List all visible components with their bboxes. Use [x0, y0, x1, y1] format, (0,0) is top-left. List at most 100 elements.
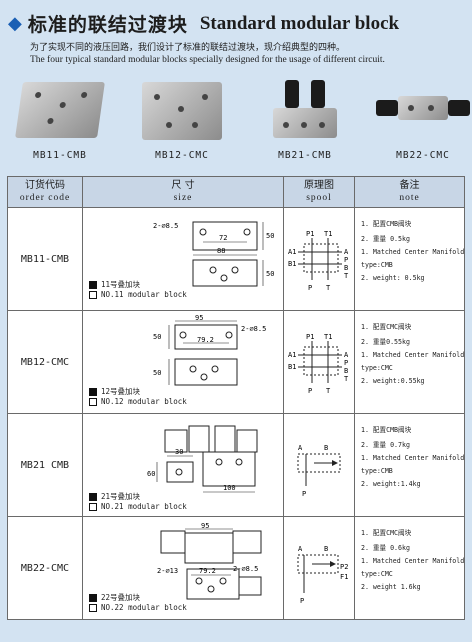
intro-zh: 为了实现不同的液压回路，我们设计了标准的联结过渡块，现介绍典型的四种。: [30, 43, 346, 53]
svg-text:A1: A1: [288, 351, 296, 359]
legend: 22号叠加块 NO.22 modular block: [89, 593, 187, 613]
svg-text:B: B: [344, 264, 348, 272]
empty-square-icon: [89, 291, 97, 299]
block-photo: [142, 82, 222, 140]
svg-text:T: T: [326, 284, 331, 292]
filled-square-icon: [89, 281, 97, 289]
dimension-drawing: 95 2-∅8.5 79.2 50 50: [153, 314, 266, 386]
svg-text:P: P: [302, 490, 306, 498]
svg-text:100: 100: [223, 484, 236, 492]
svg-text:A: A: [344, 351, 349, 359]
photo-caption: MB12-CMC: [155, 150, 209, 161]
table-row: MB11-CMB 2-∅8.5 72 88 50 50 11号叠加块 NO.11…: [7, 207, 465, 311]
photo-caption: MB22-CMC: [396, 150, 450, 161]
svg-text:2-∅8.5: 2-∅8.5: [241, 325, 266, 333]
dim-label: 72: [219, 234, 227, 242]
dimension-drawing: 2-∅8.5 72 88 50 50: [153, 221, 274, 287]
diamond-bullet-icon: ◆: [8, 13, 22, 34]
filled-square-icon: [89, 493, 97, 501]
table-row: MB12-CMC 95 2-∅8.5 79.2 50 50 12号叠加块 NO.…: [7, 310, 465, 414]
svg-text:30: 30: [175, 448, 183, 456]
svg-text:95: 95: [201, 522, 209, 530]
svg-text:A: A: [344, 248, 349, 256]
svg-text:50: 50: [153, 369, 161, 377]
hydraulic-symbol: A B P: [297, 444, 341, 498]
page-title-en: Standard modular block: [199, 12, 400, 34]
svg-text:B: B: [344, 367, 348, 375]
dim-label: 88: [217, 247, 225, 255]
svg-text:P: P: [300, 597, 304, 605]
hydraulic-symbol: P1 T1 A1 B1 A P B T P T: [288, 230, 349, 292]
page-title-row: ◆ 标准的联结过渡块 Standard modular block: [8, 10, 399, 37]
svg-text:P: P: [344, 256, 348, 264]
svg-text:P: P: [308, 284, 312, 292]
svg-text:P1: P1: [306, 230, 314, 238]
block-photo: [15, 82, 105, 138]
svg-text:P: P: [308, 387, 312, 395]
svg-text:79.2: 79.2: [199, 567, 216, 575]
dimension-drawing: 60 30 100: [147, 425, 258, 493]
product-photo-mb21: MB21-CMB: [255, 78, 355, 170]
table-row: MB22-CMC 95 2-∅13 79.2 2-∅8.5 22号叠加块 NO.…: [7, 516, 465, 620]
svg-text:T: T: [326, 387, 331, 395]
order-code: MB12-CMC: [7, 310, 83, 414]
svg-text:P2: P2: [340, 563, 348, 571]
spool-diagram: P1 T1 A1 B1 A P B T P T: [283, 207, 355, 311]
svg-text:B1: B1: [288, 363, 296, 371]
legend: 12号叠加块 NO.12 modular block: [89, 387, 187, 407]
svg-text:2-∅13: 2-∅13: [157, 567, 178, 575]
empty-square-icon: [89, 604, 97, 612]
table-row: MB21 CMB 60 30 100 21号叠加块 NO.21 modular …: [7, 413, 465, 517]
svg-text:T1: T1: [324, 333, 332, 341]
photo-caption: MB11-CMB: [33, 150, 87, 161]
svg-text:B: B: [324, 444, 328, 452]
size-drawing: 95 2-∅8.5 79.2 50 50 12号叠加块 NO.12 modula…: [82, 310, 284, 414]
product-photo-mb22: MB22-CMC: [376, 78, 470, 170]
dim-label: 2-∅8.5: [153, 222, 178, 230]
svg-text:79.2: 79.2: [197, 336, 214, 344]
order-code: MB21 CMB: [7, 413, 83, 517]
filled-square-icon: [89, 388, 97, 396]
page-title-zh: 标准的联结过渡块: [27, 14, 188, 36]
dim-label: 50: [266, 270, 274, 278]
empty-square-icon: [89, 503, 97, 511]
svg-text:T: T: [344, 272, 349, 280]
size-drawing: 95 2-∅13 79.2 2-∅8.5 22号叠加块 NO.22 modula…: [82, 516, 284, 620]
svg-text:P: P: [344, 359, 348, 367]
svg-text:P1: P1: [306, 333, 314, 341]
dim-label: 50: [266, 232, 274, 240]
product-photo-mb12: MB12-CMC: [132, 78, 232, 170]
hydraulic-symbol: P1 T1 A1 B1 A P B T P T: [288, 333, 349, 395]
order-code: MB11-CMB: [7, 207, 83, 311]
product-photo-row: MB11-CMB MB12-CMC MB21-CMB MB22-CMC: [0, 78, 472, 170]
legend: 21号叠加块 NO.21 modular block: [89, 492, 187, 512]
svg-text:50: 50: [153, 333, 161, 341]
svg-text:T: T: [344, 375, 349, 383]
spool-diagram: A B P2 F1 P: [283, 516, 355, 620]
intro-en: The four typical standard modular blocks…: [30, 55, 385, 65]
spool-diagram: A B P: [283, 413, 355, 517]
filled-square-icon: [89, 594, 97, 602]
svg-text:A: A: [298, 444, 303, 452]
svg-text:95: 95: [195, 314, 203, 322]
hydraulic-symbol: A B P2 F1 P: [297, 545, 348, 605]
empty-square-icon: [89, 398, 97, 406]
photo-caption: MB21-CMB: [278, 150, 332, 161]
svg-text:2-∅8.5: 2-∅8.5: [233, 565, 258, 573]
svg-text:A: A: [298, 545, 303, 553]
size-drawing: 2-∅8.5 72 88 50 50 11号叠加块 NO.11 modular …: [82, 207, 284, 311]
svg-text:B: B: [324, 545, 328, 553]
dimension-drawing: 95 2-∅13 79.2 2-∅8.5: [157, 522, 262, 600]
legend: 11号叠加块 NO.11 modular block: [89, 280, 187, 300]
product-photo-mb11: MB11-CMB: [10, 78, 110, 170]
